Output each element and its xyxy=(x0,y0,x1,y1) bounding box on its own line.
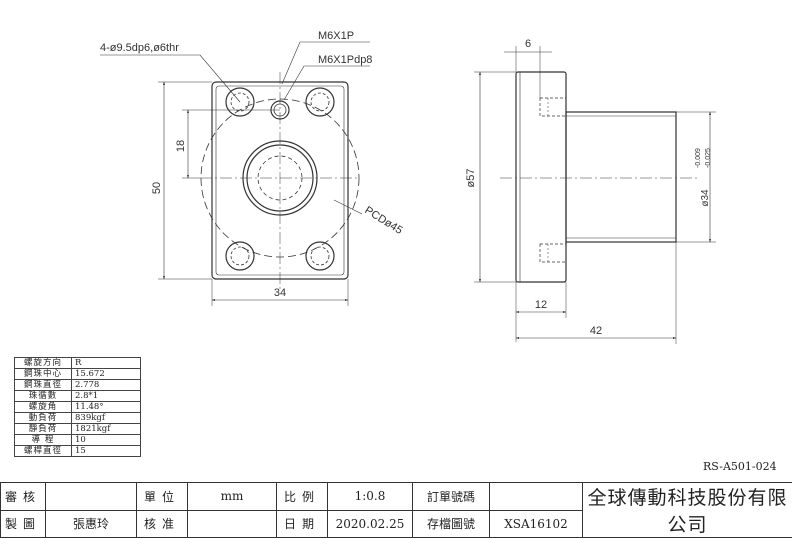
review-label: 審核 xyxy=(0,482,46,511)
title-block: 審核 單位 mm 比例 1:0.8 訂單號碼 全球傳動科技股份有限公司 製圖 張… xyxy=(0,482,792,538)
title-block-row-1: 審核 單位 mm 比例 1:0.8 訂單號碼 全球傳動科技股份有限公司 xyxy=(0,482,792,538)
corner-hole-bl xyxy=(225,241,255,271)
dim-flange-thickness: 6 xyxy=(525,38,531,50)
dim-tol-upper: -0.009 xyxy=(695,148,702,168)
drawn-value: 張惠玲 xyxy=(45,509,137,538)
callout-tap1: M6X1P xyxy=(318,30,354,42)
dim-flange-length: 12 xyxy=(535,299,547,311)
shaft xyxy=(565,111,677,243)
archive-label: 存檔圖號 xyxy=(412,509,490,538)
dim-shaft-dia: ø34 xyxy=(700,189,711,207)
scale-value: 1:0.8 xyxy=(327,482,413,511)
front-view-labels: 4-ø9.5dp6,ø6thr M6X1P M6X1Pdp8 50 18 34 … xyxy=(100,30,405,299)
approve-value xyxy=(187,509,277,538)
dim-width: 34 xyxy=(274,287,286,299)
archive-value: XSA16102 xyxy=(489,509,583,538)
flange xyxy=(515,71,567,283)
callout-tap2: M6X1Pdp8 xyxy=(318,54,372,66)
company-name: 全球傳動科技股份有限公司 xyxy=(582,482,792,538)
dim-total-length: 42 xyxy=(590,325,602,337)
corner-hole-tl xyxy=(225,87,255,117)
scale-label: 比例 xyxy=(276,482,328,511)
unit-label: 單位 xyxy=(136,482,188,511)
corner-hole-br xyxy=(305,241,335,271)
drawn-label: 製圖 xyxy=(0,509,46,538)
pcd-label: PCDø45 xyxy=(362,204,404,237)
date-label: 日期 xyxy=(276,509,328,538)
approve-label: 核准 xyxy=(136,509,188,538)
dim-height: 50 xyxy=(151,182,163,194)
title-block-row-2: 製圖 張惠玲 核准 日期 2020.02.25 存檔圖號 XSA16102 xyxy=(0,509,792,538)
dim-offset: 18 xyxy=(175,140,187,152)
callout-holes: 4-ø9.5dp6,ø6thr xyxy=(100,42,179,54)
order-value xyxy=(489,482,583,511)
date-value: 2020.02.25 xyxy=(327,509,413,538)
side-view xyxy=(474,46,716,344)
review-value xyxy=(45,482,137,511)
side-view-labels: 6 ø57 ø34 -0.009 -0.025 12 42 xyxy=(465,38,712,337)
dim-tol-lower: -0.025 xyxy=(705,148,712,168)
corner-hole-tr xyxy=(305,87,335,117)
order-label: 訂單號碼 xyxy=(412,482,490,511)
unit-value: mm xyxy=(187,482,277,511)
drawing-number: RS-A501-024 xyxy=(703,460,777,473)
front-view xyxy=(100,41,370,306)
dim-flange-dia: ø57 xyxy=(465,169,477,188)
